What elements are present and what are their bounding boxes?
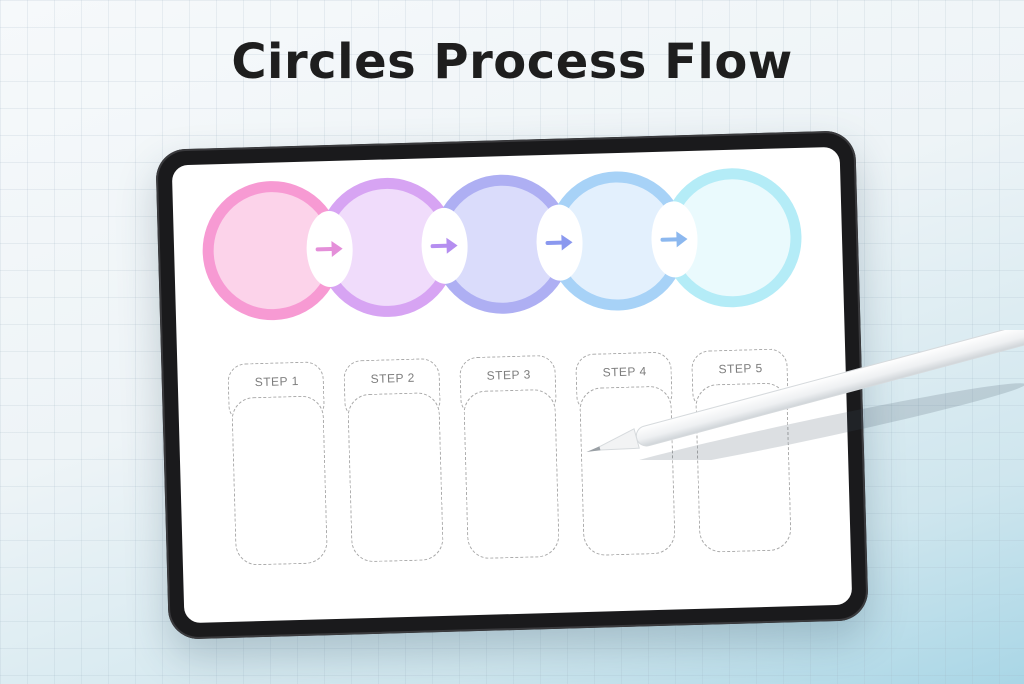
step-content-box[interactable] — [347, 392, 444, 563]
arrow-right-icon — [421, 207, 468, 284]
step-label: STEP 1 — [254, 373, 300, 390]
step-content-box[interactable] — [463, 388, 560, 560]
tablet-screen: STEP 1 STEP 2 STEP 3 STEP 4 STEP 5 — [171, 146, 853, 624]
page-title: Circles Process Flow — [231, 34, 793, 90]
step-label: STEP 3 — [486, 367, 531, 383]
circles-flow — [202, 168, 802, 321]
arrow-right-icon — [536, 204, 583, 281]
step-label: STEP 2 — [370, 370, 416, 386]
step-content-box[interactable] — [231, 395, 328, 566]
arrow-right-icon — [651, 201, 698, 278]
arrow-right-icon — [306, 211, 353, 288]
stylus-pencil-icon — [586, 330, 1024, 460]
tablet-device: STEP 1 STEP 2 STEP 3 STEP 4 STEP 5 — [155, 130, 869, 640]
